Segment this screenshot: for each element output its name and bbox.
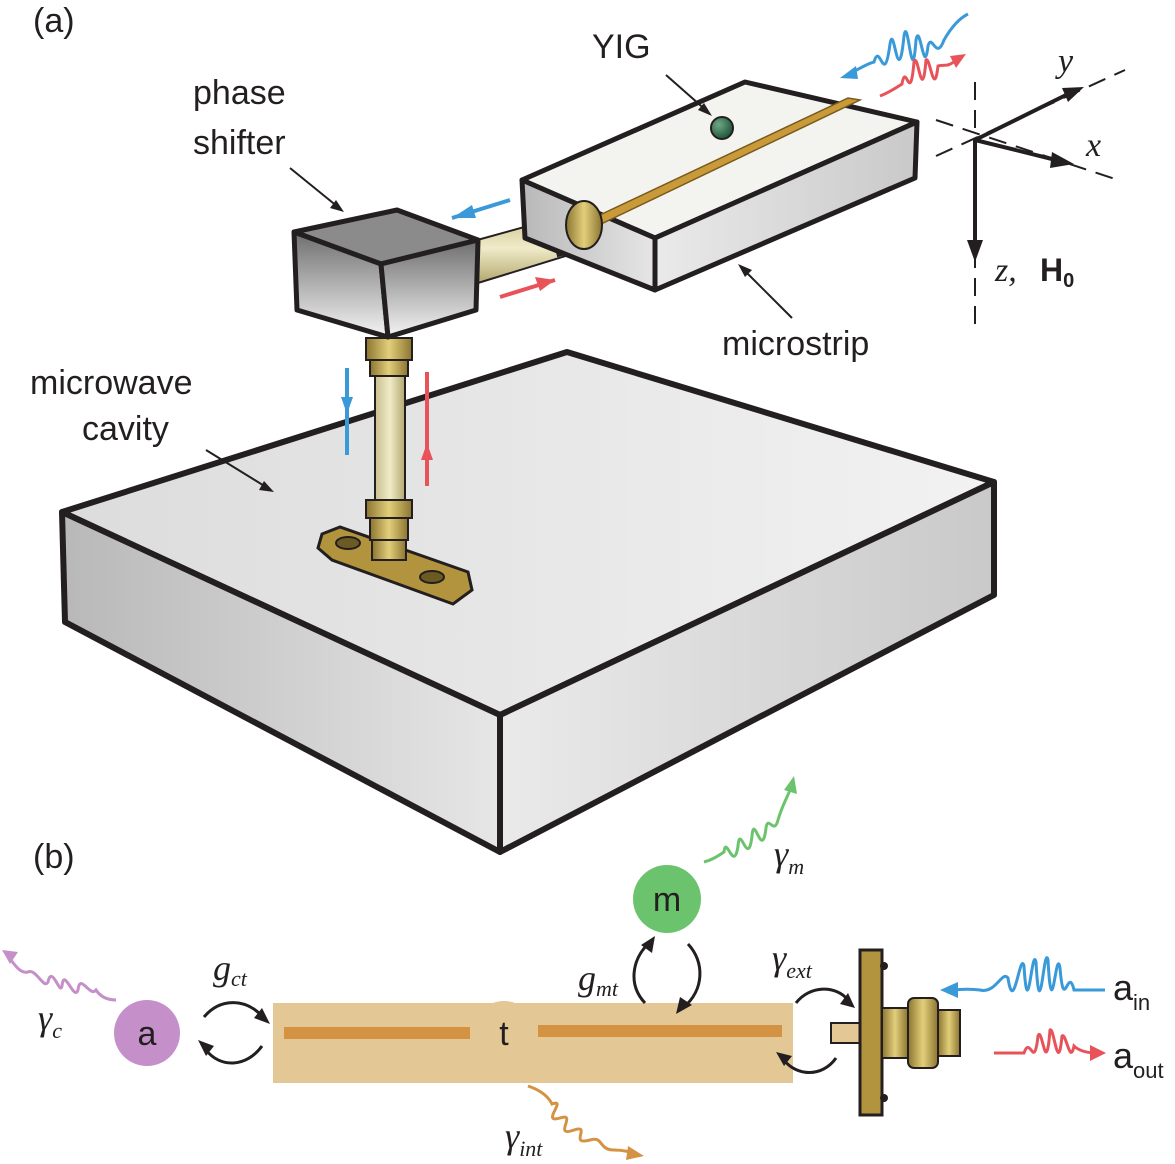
- coordinate-axes: [935, 69, 1126, 330]
- field-h-label: H0: [1040, 252, 1074, 292]
- axis-z-label: z,: [994, 252, 1017, 289]
- cavity-leader-arrow: [205, 449, 274, 492]
- microstrip-connector: [565, 200, 603, 250]
- node-t-circle: [472, 1001, 536, 1065]
- a-in-label: ain: [1113, 967, 1150, 1015]
- axis-y-label: y: [1055, 43, 1074, 80]
- node-a-circle: [114, 1000, 180, 1066]
- node-m-label: m: [653, 881, 681, 919]
- g-ct-label: gct: [213, 948, 248, 991]
- input-wave-packet: [940, 956, 1105, 998]
- g-mt-label: gmt: [578, 958, 619, 1001]
- phase-shifter-label-line2: shifter: [193, 124, 286, 162]
- yig-sphere: [710, 116, 734, 140]
- port-connector: [830, 948, 961, 1117]
- microstrip-block: [519, 79, 920, 293]
- microstrip-leader-arrow: [738, 264, 793, 319]
- axis-x-label: x: [1085, 127, 1101, 164]
- gamma-int-label: γint: [505, 1116, 543, 1161]
- top-output-wave-packet: [879, 54, 966, 98]
- vertical-coax-cable: [365, 337, 413, 561]
- cavity-label-line2: cavity: [82, 410, 169, 448]
- cavity-flange-connector: [316, 525, 474, 606]
- gamma-int-decay-wave: [527, 1084, 644, 1160]
- horizontal-signal-arrows: [451, 198, 556, 299]
- a-out-label: aout: [1113, 1035, 1164, 1083]
- cavity-label-line1: microwave: [30, 364, 192, 402]
- phase-shifter-box: [291, 207, 481, 340]
- gamma-c-decay-wave: [2, 950, 117, 1002]
- gamma-m-decay-wave: [703, 776, 797, 864]
- gamma-m-label: γm: [774, 834, 804, 879]
- microstrip-label: microstrip: [722, 325, 869, 363]
- microwave-cavity-block: [59, 349, 997, 855]
- node-t-label: t: [499, 1015, 509, 1053]
- panel-a-label: (a): [33, 2, 75, 40]
- output-wave-packet: [994, 1028, 1106, 1061]
- phase-shifter-label-line1: phase: [193, 74, 286, 112]
- vertical-signal-arrows: [341, 368, 433, 486]
- phase-shifter-leader-arrow: [289, 167, 344, 212]
- node-m-circle: [633, 865, 701, 933]
- node-a-label: a: [138, 1015, 157, 1053]
- coupling-arrows-m-t: [632, 936, 702, 1014]
- gamma-c-label: γc: [38, 998, 62, 1043]
- coupling-arrows-t-port: [776, 987, 855, 1074]
- yig-label: YIG: [592, 28, 651, 66]
- gamma-ext-label: γext: [772, 938, 813, 983]
- coupling-arrows-a-t: [198, 1001, 270, 1065]
- top-input-wave-packet: [840, 12, 969, 79]
- yig-leader-arrow: [665, 74, 712, 116]
- panel-b-label: (b): [33, 838, 75, 876]
